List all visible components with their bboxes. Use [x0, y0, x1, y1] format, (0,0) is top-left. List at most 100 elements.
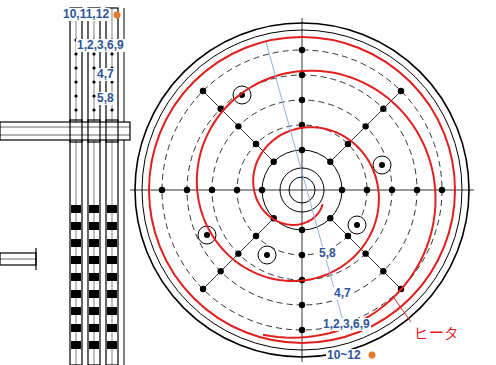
hole-dot: [389, 187, 395, 193]
center-line: [302, 18, 303, 362]
hole-dot: [74, 108, 77, 111]
heater-block: [107, 307, 117, 315]
fitting-line: [0, 259, 36, 260]
hole-dot: [364, 187, 370, 193]
hole-dot: [74, 52, 77, 55]
leader-line: [394, 298, 411, 322]
hole-dot: [264, 252, 270, 258]
heater-block: [89, 341, 99, 349]
port-ring: [373, 156, 391, 174]
hole-dot: [362, 123, 368, 129]
hole-dot: [345, 233, 351, 239]
callout-number: 1,2,3,6,9: [322, 318, 371, 331]
hole-dot: [299, 327, 305, 333]
hole-dot: [299, 302, 305, 308]
heater-spiral: [197, 71, 436, 338]
section-line: [266, 42, 345, 328]
hole-dot: [299, 47, 305, 53]
fitting-line: [35, 248, 36, 270]
hole-dot: [253, 141, 259, 147]
port-ring: [348, 216, 366, 234]
plate: [106, 120, 118, 142]
fitting: [0, 253, 36, 265]
shaft: [0, 122, 130, 140]
hole-dot: [259, 187, 265, 193]
hole-dot: [92, 108, 95, 111]
callout-number: 5,8: [318, 247, 337, 260]
heater-block: [89, 307, 99, 315]
hole-dot: [204, 232, 210, 238]
hole-dot: [398, 88, 404, 94]
hole-dot: [74, 94, 77, 97]
hole-dot: [299, 227, 305, 233]
heater-block: [107, 256, 117, 264]
plate: [70, 8, 82, 365]
hole-dot: [217, 268, 223, 274]
heater-block: [71, 273, 81, 281]
hole-dot: [327, 215, 333, 221]
hole-dot: [299, 97, 305, 103]
heater-block: [89, 273, 99, 281]
heater-block: [89, 205, 99, 213]
hole-dot: [209, 187, 215, 193]
hole-dot: [235, 250, 241, 256]
hole-dot: [271, 159, 277, 165]
heater-block: [71, 239, 81, 247]
callout-number: 4,7: [333, 287, 352, 300]
hole-dot: [299, 252, 305, 258]
heater-block: [71, 324, 81, 332]
measure-point: [369, 352, 376, 359]
hole-dot: [299, 72, 305, 78]
hole-dot: [234, 187, 240, 193]
plate: [106, 8, 118, 365]
hole-dot: [92, 52, 95, 55]
hole-dot: [299, 147, 305, 153]
heater-block: [89, 290, 99, 298]
heater-block: [89, 256, 99, 264]
hole-dot: [339, 187, 345, 193]
hole-dot: [110, 108, 113, 111]
hole-dot: [327, 159, 333, 165]
plan-view: [130, 18, 474, 362]
shaft-line: [0, 135, 130, 136]
callout-number: 4,7: [96, 68, 115, 81]
callout-number: 10,11,12: [62, 8, 110, 21]
hole-dot: [380, 268, 386, 274]
plate: [70, 120, 82, 142]
heater-block: [71, 256, 81, 264]
heater-block: [107, 324, 117, 332]
hole-dot: [110, 52, 113, 55]
callout-number: 5,8: [96, 92, 115, 105]
heater-block: [107, 290, 117, 298]
hole-dot: [200, 88, 206, 94]
heater-ring: [149, 37, 455, 343]
heater-block: [89, 324, 99, 332]
heater-block: [89, 222, 99, 230]
heater-block: [107, 341, 117, 349]
hole-dot: [362, 250, 368, 256]
part-label: ヒータ: [413, 325, 460, 342]
heater-block: [71, 307, 81, 315]
heater-block: [107, 222, 117, 230]
port-ring: [258, 246, 276, 264]
heater-block: [71, 290, 81, 298]
hole-dot: [439, 187, 445, 193]
hole-dot: [345, 141, 351, 147]
measure-point: [114, 12, 121, 19]
heater-block: [107, 205, 117, 213]
radial-line: [330, 91, 401, 162]
heater-block: [107, 239, 117, 247]
hole-dot: [380, 105, 386, 111]
hole-dot: [74, 66, 77, 69]
hole-dot: [184, 187, 190, 193]
callout-number: 1,2,3,6,9: [76, 39, 125, 52]
hole-dot: [354, 222, 360, 228]
side-edge: [124, 8, 125, 365]
hole-dot: [379, 162, 385, 168]
hole-dot: [414, 187, 420, 193]
shaft-line: [0, 127, 130, 128]
hole-dot: [235, 123, 241, 129]
heater-block: [71, 222, 81, 230]
